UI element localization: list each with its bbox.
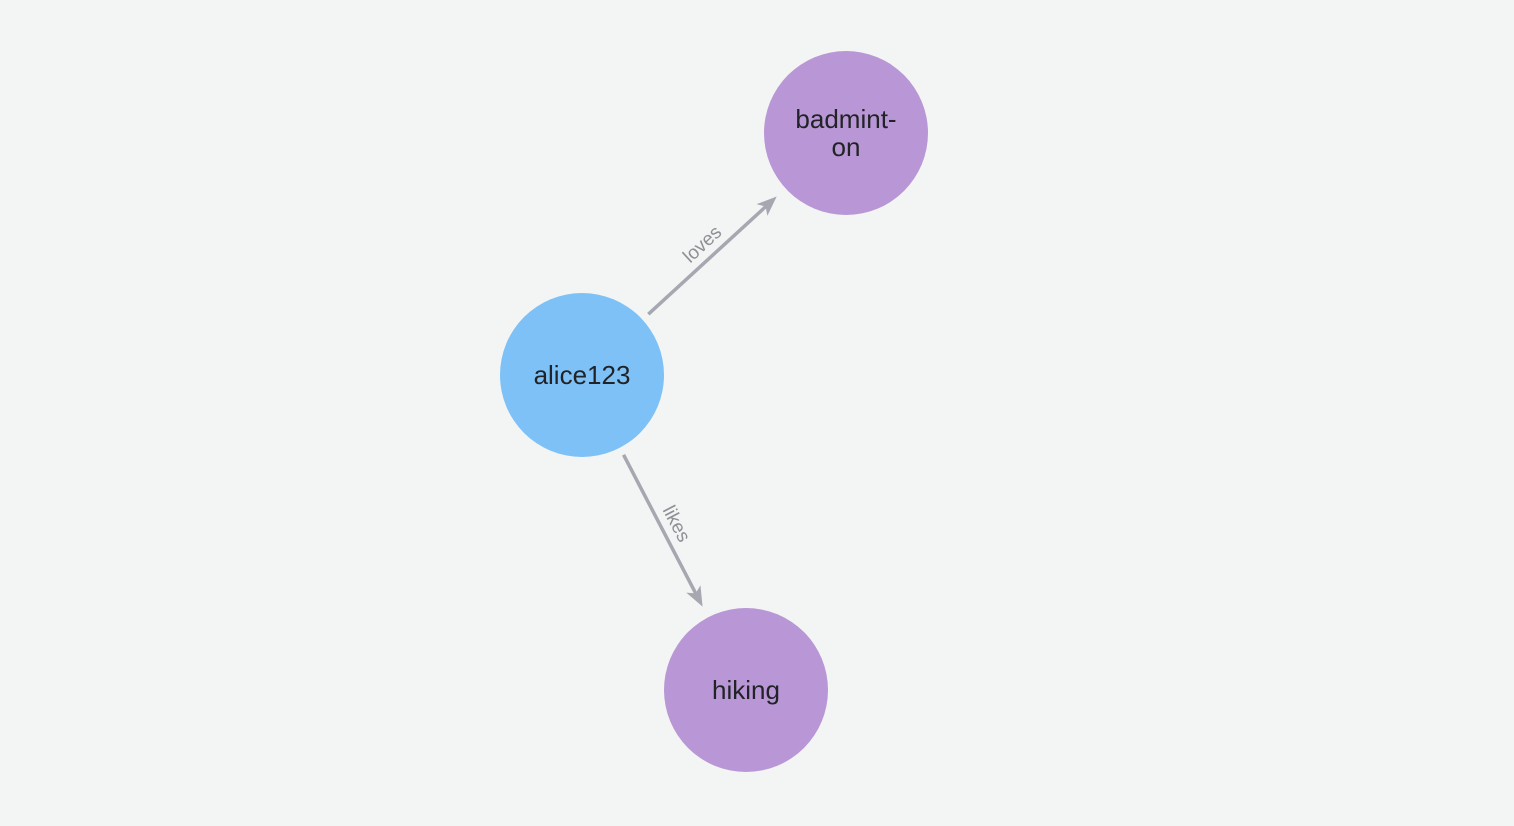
edge-arrowhead-icon <box>756 196 777 216</box>
node-circle-alice123[interactable] <box>500 293 664 457</box>
edge-line-likes[interactable] <box>622 454 698 596</box>
graph-node-hiking[interactable]: hiking <box>664 608 828 772</box>
node-label-hiking: hiking <box>712 675 780 705</box>
graph-node-alice123[interactable]: alice123 <box>500 293 664 457</box>
edge-label-loves: loves <box>679 222 726 267</box>
graph-node-badminton[interactable]: badmint-on <box>764 51 928 215</box>
node-label-alice123: alice123 <box>534 360 631 390</box>
edge-label-likes: likes <box>658 502 694 545</box>
graph-edge-loves[interactable]: loves <box>647 196 777 316</box>
node-circle-hiking[interactable] <box>664 608 828 772</box>
graph-edge-likes[interactable]: likes <box>622 454 703 607</box>
node-circle-badminton[interactable] <box>764 51 928 215</box>
edge-line-loves[interactable] <box>647 204 768 316</box>
edge-arrowhead-icon <box>686 585 703 607</box>
node-label-badminton: badmint-on <box>795 104 896 162</box>
